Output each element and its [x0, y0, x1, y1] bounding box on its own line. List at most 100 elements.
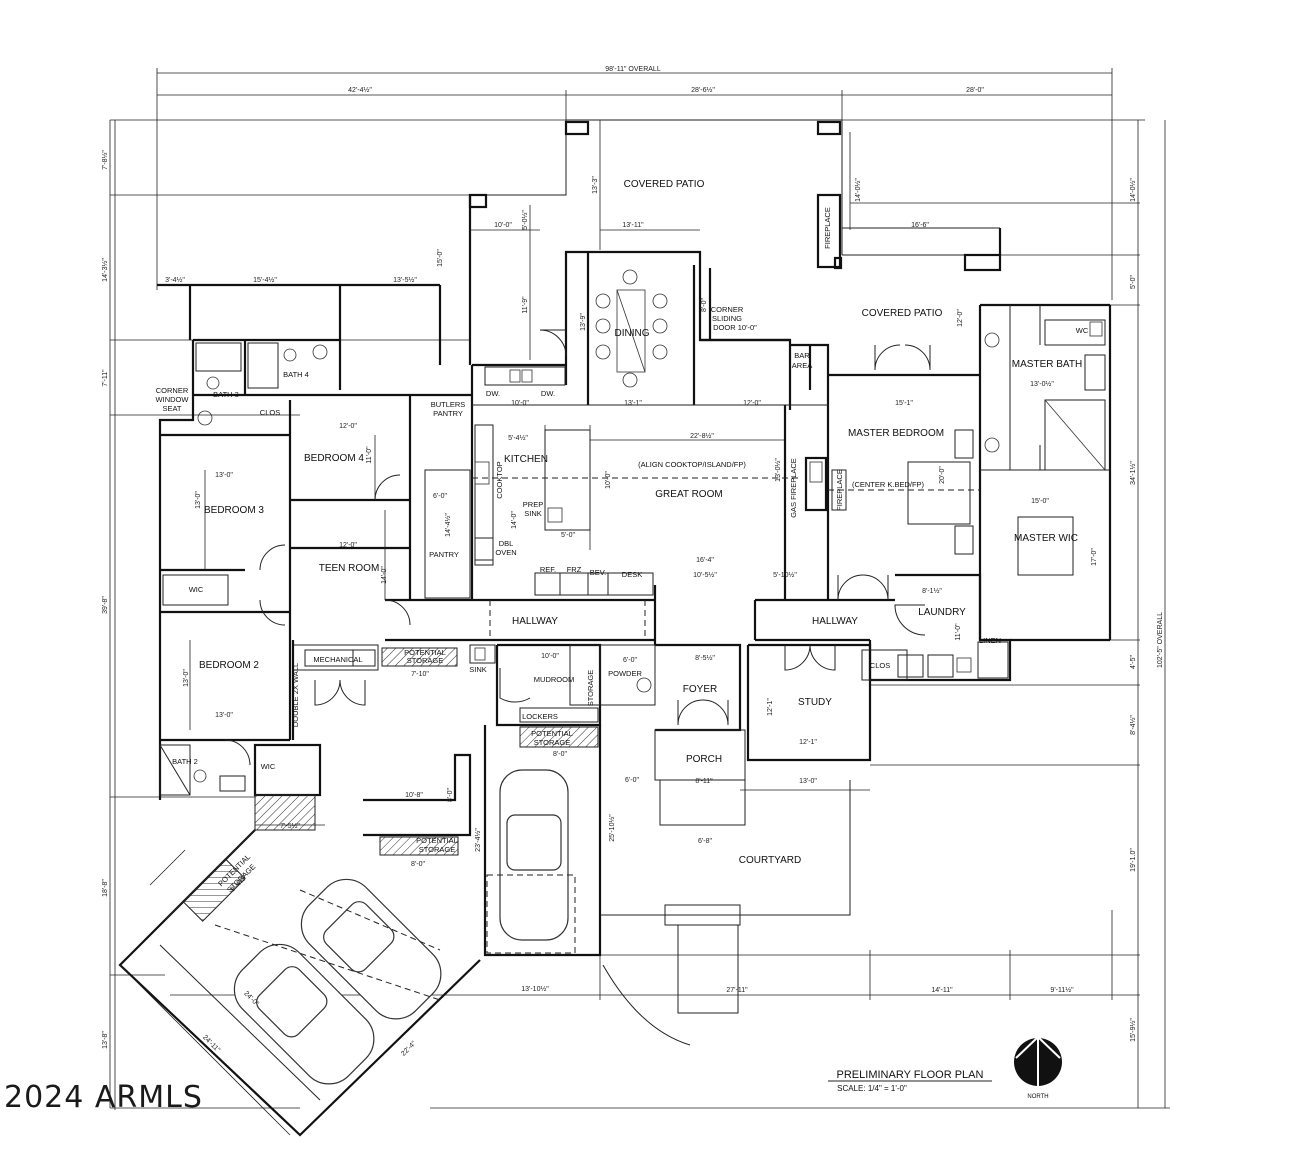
main-walls — [408, 303, 1112, 642]
label-butlers-2: PANTRY — [433, 409, 463, 418]
covered-patio-top — [468, 119, 843, 365]
label-wic-2: WIC — [261, 762, 276, 771]
north-label: NORTH — [1027, 1094, 1048, 1100]
single-garage — [363, 725, 602, 957]
dim-14-4: 14'-4½" — [444, 513, 452, 537]
dim-right-e: 8'-4½" — [1129, 715, 1137, 735]
dim-13-0c: 13'-0½" — [774, 458, 782, 482]
central-hallway — [385, 585, 657, 645]
dim-6-0c: 6'-0" — [625, 777, 639, 784]
dim-left-f: 13'-8" — [102, 1031, 109, 1049]
label-double-wall: DOUBLE 2X WALL — [291, 663, 300, 727]
dim-right-f: 19'-1.0" — [1130, 848, 1137, 872]
watermark: 2024 ARMLS — [4, 1080, 203, 1115]
label-bedroom-4: BEDROOM 4 — [304, 453, 364, 464]
label-kitchen: KITCHEN — [504, 454, 548, 465]
label-butlers-1: BUTLERS — [431, 400, 466, 409]
east-hallway-study — [740, 574, 908, 791]
dim-right-g: 15'-9½" — [1129, 1018, 1137, 1042]
label-covered-patio-2: COVERED PATIO — [862, 308, 943, 319]
dim-23-4: 23'-4½" — [474, 828, 482, 852]
dim-left-e: 18'-8" — [102, 879, 109, 897]
label-desk: DESK — [622, 570, 642, 579]
west-wing — [157, 283, 442, 831]
dim-15-0: 15'-0" — [437, 249, 444, 267]
dim-12-0a: 12'-0" — [957, 309, 964, 327]
dim-22-8: 22'-8½" — [690, 432, 714, 440]
dim-13-0-mb: 13'-0½" — [1030, 380, 1054, 388]
dim-11-9: 11'-9" — [522, 296, 529, 314]
label-potential-storage-2b: STORAGE — [534, 738, 571, 747]
label-pantry: PANTRY — [429, 550, 459, 559]
dim-top-b: 28'-6½" — [691, 86, 715, 94]
label-clos-1: CLOS — [260, 408, 280, 417]
dim-3-4: 3'-4½" — [165, 276, 185, 284]
label-dw-1: DW. — [486, 389, 500, 398]
dim-12-1b: 12'-1" — [799, 739, 817, 746]
label-laundry: LAUNDRY — [918, 607, 966, 618]
dim-16-4: 16'-4" — [696, 557, 714, 564]
dim-5-0-v: 5'-0½" — [521, 210, 529, 230]
dim-top-a: 42'-4½" — [348, 86, 372, 94]
label-powder: POWDER — [608, 669, 642, 678]
label-sink: SINK — [469, 665, 487, 674]
dining-room — [539, 250, 792, 410]
label-dbl-1: DBL — [499, 539, 514, 548]
dim-overall-width: 98'-11" OVERALL — [605, 66, 661, 73]
dim-13-9: 13'-9" — [580, 313, 587, 331]
pantry — [424, 469, 471, 599]
label-corner-sliding-door-1: CORNER — [711, 305, 744, 314]
dim-14-0: 14'-0½" — [854, 178, 862, 202]
dim-8-11: 8'-11" — [695, 778, 713, 785]
label-window-seat-1: CORNER — [156, 386, 189, 395]
dim-13-3: 13'-3" — [592, 176, 599, 194]
dim-right-a: 14'-0½" — [1129, 178, 1137, 202]
label-potential-storage-2a: POTENTIAL — [531, 729, 573, 738]
dim-8-0b: 8'-0" — [553, 751, 567, 758]
label-master-bedroom: MASTER BEDROOM — [848, 428, 944, 439]
dim-6-0b: 6'-0" — [623, 657, 637, 664]
courtyard — [599, 780, 851, 1046]
label-porch: PORCH — [686, 754, 722, 765]
dim-7-10: 7'-10" — [411, 671, 429, 678]
fireplace-outdoor — [816, 132, 1002, 272]
dim-right-b: 5'-0" — [1130, 275, 1137, 289]
dim-13-0b: 13'-0" — [195, 491, 202, 509]
dim-12-1: 12'-1" — [767, 698, 774, 716]
dim-27-11: 27'-11" — [726, 987, 748, 994]
dim-13-11: 13'-11" — [622, 222, 644, 229]
label-potential-storage-1b: STORAGE — [407, 656, 444, 665]
label-fireplace-2: FIREPLACE — [835, 469, 844, 511]
title-block — [828, 1036, 1062, 1088]
dim-10-8: 10'-8" — [405, 792, 423, 799]
dim-5-4: 5'-4½" — [508, 434, 528, 442]
dim-left-b: 14'-3½" — [101, 258, 109, 282]
dim-8-0c: 8'-0" — [447, 788, 454, 802]
dim-17-0: 17'-0" — [1091, 548, 1098, 566]
label-hallway-1: HALLWAY — [512, 616, 558, 627]
dim-10-0b: 10'-0" — [511, 400, 529, 407]
dim-12-0b: 12'-0" — [743, 400, 761, 407]
dim-10-5: 10'-5½" — [693, 571, 717, 579]
label-frz: FRZ — [567, 565, 582, 574]
plan-scale: SCALE: 1/4" = 1'-0" — [837, 1084, 907, 1093]
label-storage: STORAGE — [586, 670, 595, 707]
label-linen: LINEN — [979, 636, 1001, 645]
label-lockers: LOCKERS — [522, 712, 558, 721]
label-bath-3: BATH 3 — [213, 390, 239, 399]
dim-8-1: 8'-1½" — [922, 587, 942, 595]
dim-13-0: 13'-0" — [215, 472, 233, 479]
label-corner-sliding-door-2: SLIDING — [712, 314, 742, 323]
dim-25-10: 25'-10½" — [608, 814, 616, 842]
label-prep-1: PREP — [523, 500, 543, 509]
label-courtyard: COURTYARD — [739, 855, 801, 866]
label-dbl-2: OVEN — [495, 548, 516, 557]
label-window-seat-2: WINDOW — [156, 395, 190, 404]
dim-right-d: 4'-5" — [1130, 655, 1137, 669]
dim-16-6: 16'-6" — [911, 222, 929, 229]
dim-12-0d: 12'-0" — [339, 542, 357, 549]
label-dw-2: DW. — [541, 389, 555, 398]
label-bedroom-2: BEDROOM 2 — [199, 660, 259, 671]
label-master-wic: MASTER WIC — [1014, 533, 1078, 544]
